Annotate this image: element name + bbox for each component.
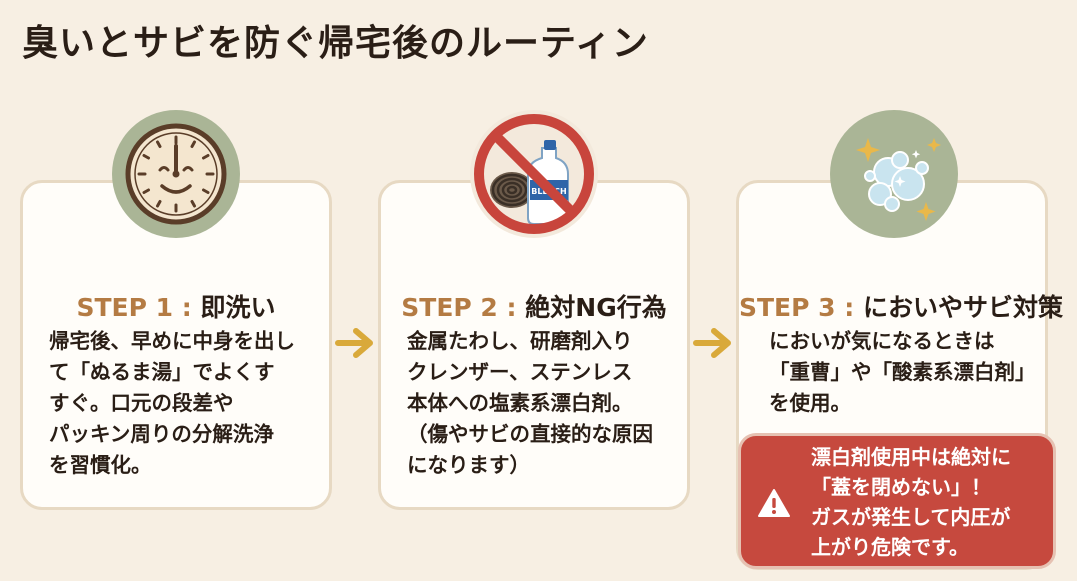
step-3-name: においやサビ対策 — [863, 293, 1064, 322]
step-3-colon: : — [844, 293, 855, 322]
step-2-line: 金属たわし、研磨剤入り — [407, 329, 633, 353]
warning-icon — [758, 489, 790, 517]
step-2-heading: STEP 2 : 絶対NG行為 — [381, 288, 687, 324]
step-2-line: 本体への塩素系漂白剤。 — [407, 391, 633, 415]
step-1-heading: STEP 1 : 即洗い — [23, 288, 329, 324]
step-2-line: になります） — [407, 453, 530, 477]
step-2-colon: : — [506, 293, 517, 322]
arrow-right-icon — [335, 328, 373, 358]
step-3-line: 「重曹」や「酸素系漂白剤」 — [769, 360, 1036, 384]
step-1-line: を習慣化。 — [49, 453, 152, 477]
arrow-right-icon — [693, 328, 731, 358]
step-3-heading: STEP 3 : においやサビ対策 — [739, 288, 1063, 324]
warning-text: 漂白剤使用中は絶対に 「蓋を閉めない」！ ガスが発生して内圧が 上がり危険です。 — [811, 442, 1043, 562]
step-1-colon: : — [181, 293, 192, 322]
step-2-line: クレンザー、ステンレス — [407, 360, 633, 384]
step-3-line: においが気になるときは — [769, 329, 995, 353]
page-title: 臭いとサビを防ぐ帰宅後のルーティン — [22, 23, 649, 64]
prohibited-icon: BLEACH — [470, 110, 598, 238]
warning-line: 上がり危険です。 — [811, 535, 969, 559]
step-2-number: STEP 2 — [401, 293, 498, 322]
step-1-line: 帰宅後、早めに中身を出し — [49, 329, 295, 353]
warning-line: 「蓋を閉めない」！ — [811, 475, 991, 499]
step-1-name: 即洗い — [200, 293, 276, 322]
step-1-line: パッキン周りの分解洗浄 — [49, 422, 274, 446]
step-3-description: においが気になるときは 「重曹」や「酸素系漂白剤」 を使用。 — [769, 326, 1036, 419]
step-3-line: を使用。 — [769, 391, 851, 415]
warning-line: ガスが発生して内圧が — [811, 505, 1011, 529]
sparkle-bubbles-icon — [830, 110, 958, 238]
clock-icon — [112, 110, 240, 238]
step-2-line: （傷やサビの直接的な原因 — [407, 422, 653, 446]
step-1-line: すぐ。口元の段差や — [49, 391, 234, 415]
step-2-description: 金属たわし、研磨剤入り クレンザー、ステンレス 本体への塩素系漂白剤。 （傷やサ… — [407, 326, 673, 481]
warning-line: 漂白剤使用中は絶対に — [811, 445, 1011, 469]
step-1-line: て「ぬるま湯」でよくす — [49, 360, 275, 384]
step-3-number: STEP 3 — [739, 293, 836, 322]
warning-box: 漂白剤使用中は絶対に 「蓋を閉めない」！ ガスが発生して内圧が 上がり危険です。 — [738, 433, 1056, 569]
step-1-number: STEP 1 — [76, 293, 174, 322]
step-1-description: 帰宅後、早めに中身を出し て「ぬるま湯」でよくす すぐ。口元の段差や パッキン周… — [49, 326, 315, 481]
step-2-name: 絶対NG行為 — [525, 293, 667, 322]
